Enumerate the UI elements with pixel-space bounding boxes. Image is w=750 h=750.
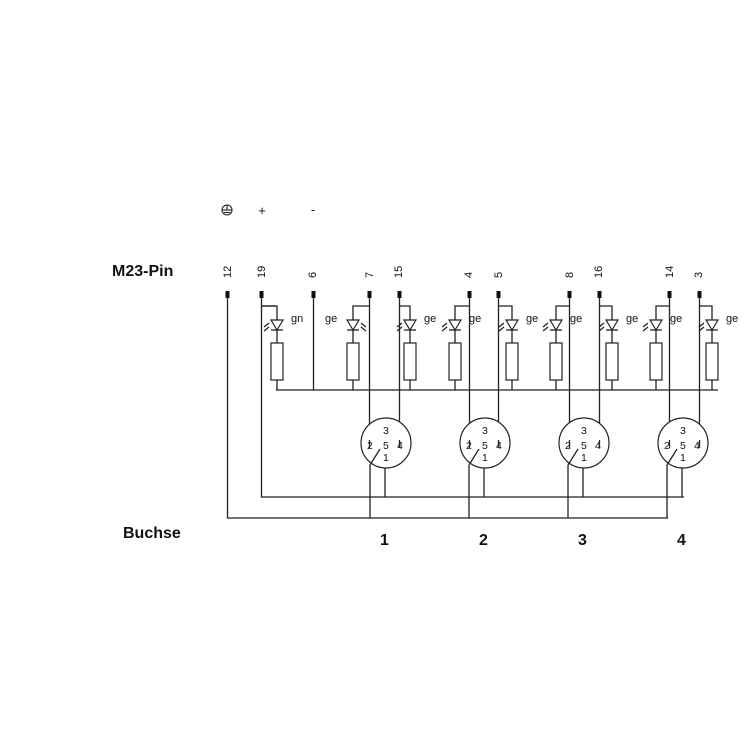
- led-color-label: ge: [325, 313, 337, 325]
- socket-number: 2: [479, 532, 488, 549]
- led-icon: [648, 319, 664, 332]
- pin-terminal: [467, 291, 472, 298]
- plus-symbol: +: [258, 203, 266, 218]
- pin-terminal: [367, 291, 372, 298]
- led-color-label: ge: [726, 313, 738, 325]
- connector-pin-number: 2: [565, 440, 571, 452]
- pin-terminal: [667, 291, 672, 298]
- socket-number: 4: [677, 532, 686, 549]
- minus-symbol: -: [311, 202, 315, 217]
- connector-pin-number: 4: [595, 440, 601, 452]
- pin-label: 8: [564, 272, 576, 278]
- pin-terminals: [225, 291, 702, 298]
- led-color-label: gn: [291, 313, 303, 325]
- connector-pin-number: 5: [581, 440, 587, 452]
- pin-label: 4: [463, 272, 475, 278]
- resistor-icon: [403, 342, 417, 381]
- ground-symbol-icon: [221, 204, 233, 216]
- led-branch: gn: [261, 305, 303, 390]
- m23-pin-row-label: M23-Pin: [112, 263, 173, 280]
- led-color-label: ge: [570, 313, 582, 325]
- led-icon: [704, 319, 720, 332]
- pin-terminal: [697, 291, 702, 298]
- led-branch: ge: [325, 305, 370, 390]
- led-icon: [402, 319, 418, 332]
- pin-terminal: [496, 291, 501, 298]
- resistor-icon: [605, 342, 619, 381]
- led-icon: [269, 319, 285, 332]
- resistor-icon: [705, 342, 719, 381]
- led-branch: ge: [598, 305, 638, 390]
- pin-terminal: [567, 291, 572, 298]
- led-branch: ge: [642, 305, 682, 390]
- pin-label: 15: [393, 266, 405, 278]
- resistor-icon: [649, 342, 663, 381]
- pin-label: 6: [307, 272, 319, 278]
- socket-number: 1: [380, 532, 389, 549]
- led-icon: [345, 319, 361, 332]
- led-color-label: ge: [626, 313, 638, 325]
- socket-number: 3: [578, 532, 587, 549]
- led-branch: ge: [698, 305, 738, 390]
- connector-pin-number: 2: [664, 440, 670, 452]
- connector-pin-number: 3: [680, 425, 686, 437]
- pin-label: 19: [256, 266, 268, 278]
- pin-terminal: [225, 291, 230, 298]
- led-branch: ge: [542, 305, 582, 390]
- led-indicators: gn ge ge ge ge ge ge ge ge: [261, 305, 738, 390]
- pin-terminal: [397, 291, 402, 298]
- led-branch: ge: [441, 305, 481, 390]
- pin-label: 7: [364, 272, 376, 278]
- pin-label: 12: [222, 266, 234, 278]
- pin-terminal: [311, 291, 316, 298]
- pin-terminal: [259, 291, 264, 298]
- connector-pin-number: 3: [581, 425, 587, 437]
- led-color-label: ge: [670, 313, 682, 325]
- pin-label: 5: [493, 272, 505, 278]
- connector-pin-number: 5: [383, 440, 389, 452]
- connector-pin-number: 1: [680, 452, 686, 464]
- resistor-icon: [505, 342, 519, 381]
- connector-pin-number: 3: [383, 425, 389, 437]
- led-color-label: ge: [526, 313, 538, 325]
- pin-labels: 12 19 6 7 15 4 5 8 16 14 3: [222, 266, 705, 278]
- buchse-row-label: Buchse: [123, 525, 181, 542]
- led-icon: [604, 319, 620, 332]
- resistor-icon: [549, 342, 563, 381]
- led-icon: [447, 319, 463, 332]
- pin-label: 3: [693, 272, 705, 278]
- resistor-icon: [448, 342, 462, 381]
- connector-pin-number: 5: [680, 440, 686, 452]
- wires: [226, 298, 718, 519]
- resistor-icon: [346, 342, 360, 381]
- led-icon: [504, 319, 520, 332]
- led-color-label: ge: [424, 313, 436, 325]
- led-icon: [548, 319, 564, 332]
- pin-label: 14: [664, 266, 676, 278]
- led-branch: ge: [396, 305, 436, 390]
- connector-pin-number: 3: [482, 425, 488, 437]
- led-branch: ge: [498, 305, 538, 390]
- connector-pin-number: 5: [482, 440, 488, 452]
- connector-pin-number: 1: [581, 452, 587, 464]
- pin-terminal: [597, 291, 602, 298]
- connector-pin-number: 1: [482, 452, 488, 464]
- pin-label: 16: [593, 266, 605, 278]
- connector-pin-number: 4: [694, 440, 700, 452]
- led-color-label: ge: [469, 313, 481, 325]
- resistor-icon: [270, 342, 284, 381]
- connector-pin-number: 1: [383, 452, 389, 464]
